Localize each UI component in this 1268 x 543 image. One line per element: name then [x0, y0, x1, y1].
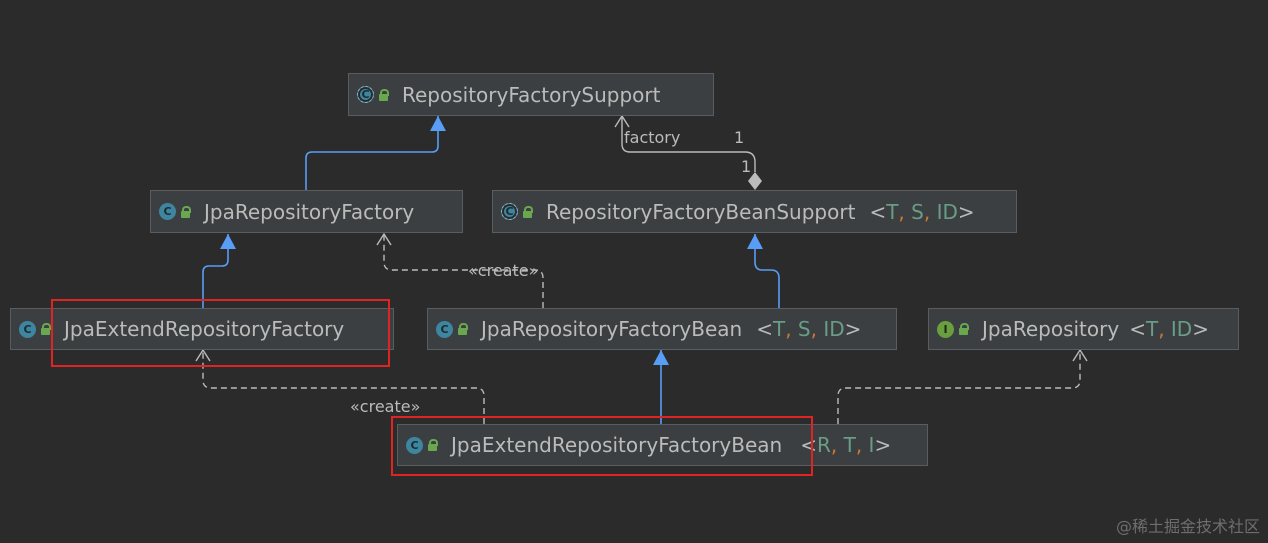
create-line-jpabean-jpafactory [383, 234, 544, 308]
node-repository-factory-support[interactable]: C RepositoryFactorySupport [348, 73, 714, 116]
public-lock-icon [458, 323, 468, 335]
class-icon: C [19, 320, 36, 338]
node-jpa-repository-factory-bean[interactable]: C JpaRepositoryFactoryBean <T, S, ID> [427, 308, 897, 350]
public-lock-icon [379, 88, 389, 101]
abstract-class-icon: C [501, 203, 518, 220]
create-arrow-jpafactory [376, 232, 392, 246]
node-title: RepositoryFactorySupport [402, 82, 661, 107]
watermark: @稀土掘金技术社区 [1115, 517, 1260, 536]
class-icon: C [159, 203, 176, 220]
aggregation-diamond [748, 172, 762, 190]
node-title: JpaExtendRepositoryFactory [64, 317, 345, 341]
inherit-line-jpafactory-support [305, 116, 439, 190]
node-jpa-repository[interactable]: I JpaRepository <T, ID> [928, 308, 1239, 350]
inherit-arrow-jpafactory [220, 234, 236, 249]
public-lock-icon [523, 205, 533, 218]
inherit-line-jpabean-beansupport [754, 234, 780, 308]
realize-arrow-jparepository [1072, 348, 1088, 362]
role-label-factory: factory [624, 128, 681, 147]
inherit-arrow-jpabean [653, 350, 669, 365]
node-title: JpaRepositoryFactoryBean [481, 317, 743, 341]
node-jpa-repository-factory[interactable]: C JpaRepositoryFactory [150, 190, 463, 233]
realize-line-extendbean-jparepository [837, 350, 1081, 424]
inherit-line-extendfactory-jpafactory [202, 234, 229, 308]
generic-params: <R, T, I> [800, 433, 892, 457]
node-repository-factory-bean-support[interactable]: C RepositoryFactoryBeanSupport <T, S, ID… [492, 190, 1017, 233]
stereotype-create-1: «create» [468, 261, 539, 280]
node-title: JpaExtendRepositoryFactoryBean [451, 433, 783, 457]
node-jpa-extend-repository-factory-bean[interactable]: C JpaExtendRepositoryFactoryBean <R, T, … [397, 424, 928, 466]
multiplicity-bottom: 1 [741, 157, 752, 176]
inherit-arrow-beansupport [747, 234, 763, 249]
create-line-extendbean-extendfactory [202, 350, 485, 424]
node-title: JpaRepository [982, 317, 1120, 341]
generic-params: <T, S, ID> [869, 199, 975, 224]
public-lock-icon [959, 323, 969, 335]
public-lock-icon [428, 439, 438, 451]
node-title: JpaRepositoryFactory [204, 199, 415, 224]
class-icon: C [436, 320, 453, 338]
abstract-class-icon: C [357, 86, 374, 103]
highlight-box-extend-factory-bean [391, 416, 813, 476]
interface-icon: I [937, 320, 954, 338]
public-lock-icon [181, 205, 191, 218]
class-icon: C [406, 436, 423, 454]
generic-params: <T, ID> [1129, 317, 1209, 341]
inherit-arrow-support [430, 116, 446, 131]
highlight-box-extend-factory [51, 299, 390, 367]
aggregation-open-arrow [614, 114, 630, 128]
node-title: RepositoryFactoryBeanSupport [546, 199, 856, 224]
generic-params: <T, S, ID> [756, 317, 862, 341]
stereotype-create-2: «create» [350, 397, 421, 416]
multiplicity-top: 1 [734, 128, 745, 147]
create-arrow-extendfactory [195, 348, 211, 362]
node-jpa-extend-repository-factory[interactable]: C JpaExtendRepositoryFactory [10, 308, 394, 350]
aggregation-line-factory [621, 116, 756, 172]
public-lock-icon [41, 323, 51, 335]
